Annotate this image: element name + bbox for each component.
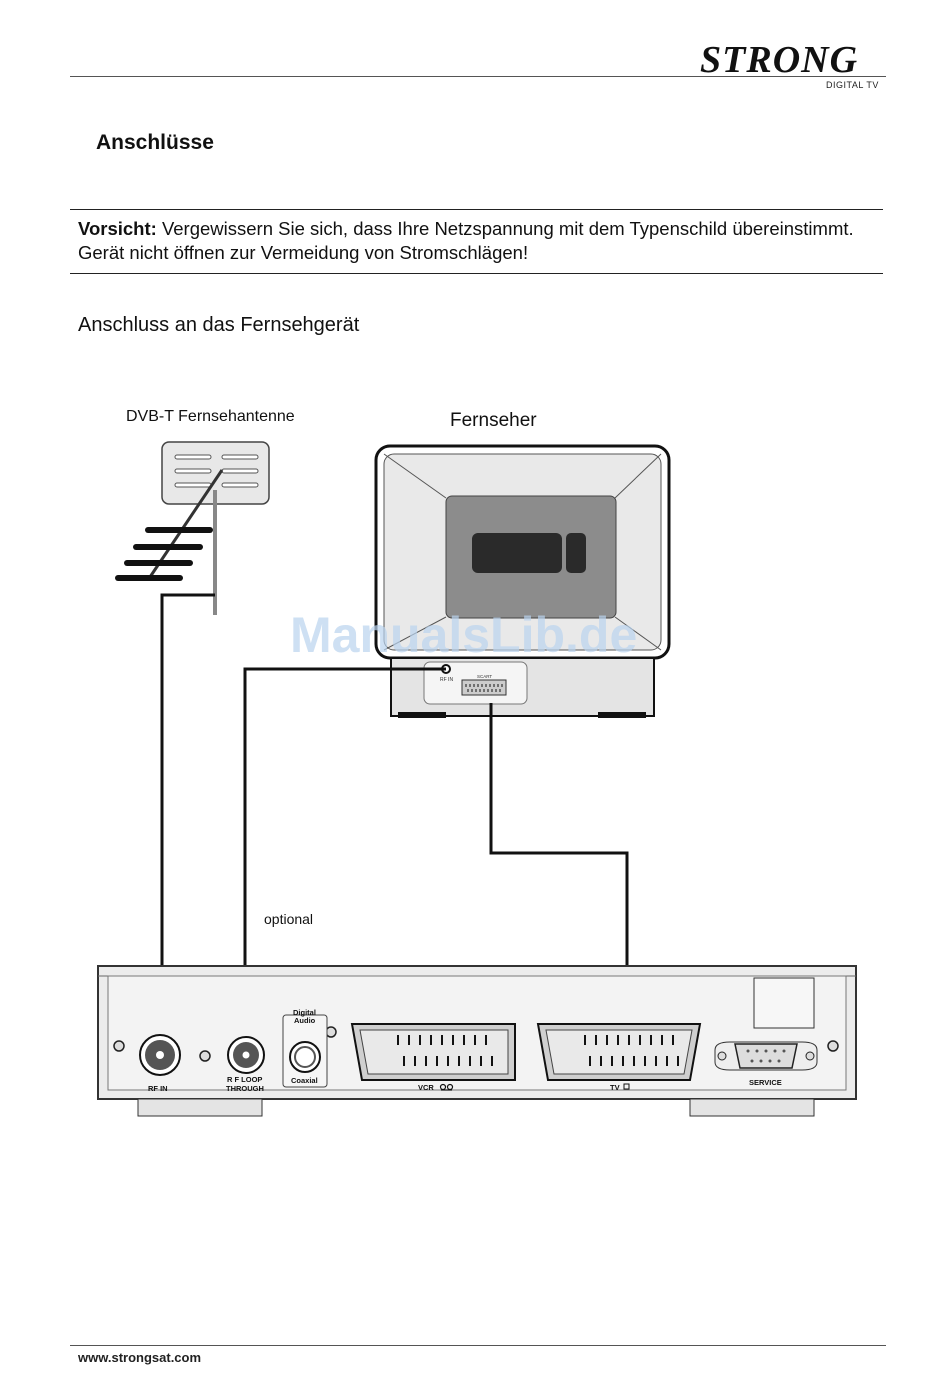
tv-scart-port-label: TV bbox=[610, 1083, 620, 1092]
subheading: Anschluss an das Fernsehgerät bbox=[78, 314, 360, 336]
footer-url: www.strongsat.com bbox=[78, 1350, 202, 1365]
receiver-back-panel bbox=[97, 965, 857, 1117]
caution-label: Vorsicht: bbox=[78, 218, 157, 239]
caution-text: Vergewissern Sie sich, dass Ihre Netzspa… bbox=[78, 218, 854, 263]
watermark: ManualsLib.de bbox=[290, 607, 637, 663]
caution-bottom-rule bbox=[70, 273, 883, 274]
rf-loop-through-label: THROUGH bbox=[226, 1084, 264, 1093]
tv-scart-label: SCART bbox=[477, 674, 492, 679]
connection-diagram: DVB-T Fernsehantenne Fernseher bbox=[97, 408, 857, 1117]
footer-rule bbox=[70, 1345, 886, 1346]
antenna-icon bbox=[115, 441, 270, 615]
optional-label: optional bbox=[264, 911, 313, 927]
tv-rf-in-label: RF IN bbox=[440, 677, 453, 683]
vcr-tape-icon bbox=[439, 1083, 454, 1091]
digital-audio-label: Digital bbox=[293, 1008, 316, 1017]
loop-through-cable bbox=[243, 667, 446, 1055]
section-title: Anschlüsse bbox=[96, 131, 214, 154]
antenna-cable bbox=[160, 593, 215, 1055]
tv-icon bbox=[374, 444, 671, 718]
header-rule bbox=[70, 76, 886, 77]
brand-logo-subtitle: DIGITAL TV bbox=[826, 80, 879, 90]
caution-top-rule bbox=[70, 209, 883, 210]
digital-audio-label-2: Audio bbox=[294, 1016, 316, 1025]
rf-loop-label: R F LOOP bbox=[227, 1075, 262, 1084]
tv-label: Fernseher bbox=[450, 410, 537, 431]
brand-logo: STRONG bbox=[700, 39, 859, 81]
vcr-scart-label: VCR bbox=[418, 1083, 434, 1092]
caution-note: Vorsicht: Vergewissern Sie sich, dass Ih… bbox=[78, 217, 878, 265]
antenna-label: DVB-T Fernsehantenne bbox=[126, 408, 295, 425]
service-label: SERVICE bbox=[749, 1078, 782, 1087]
scart-cable bbox=[489, 703, 629, 1040]
cables bbox=[160, 593, 629, 1055]
rf-in-label: RF IN bbox=[148, 1084, 168, 1093]
tv-screen-icon bbox=[623, 1083, 630, 1090]
coaxial-label: Coaxial bbox=[291, 1076, 318, 1085]
